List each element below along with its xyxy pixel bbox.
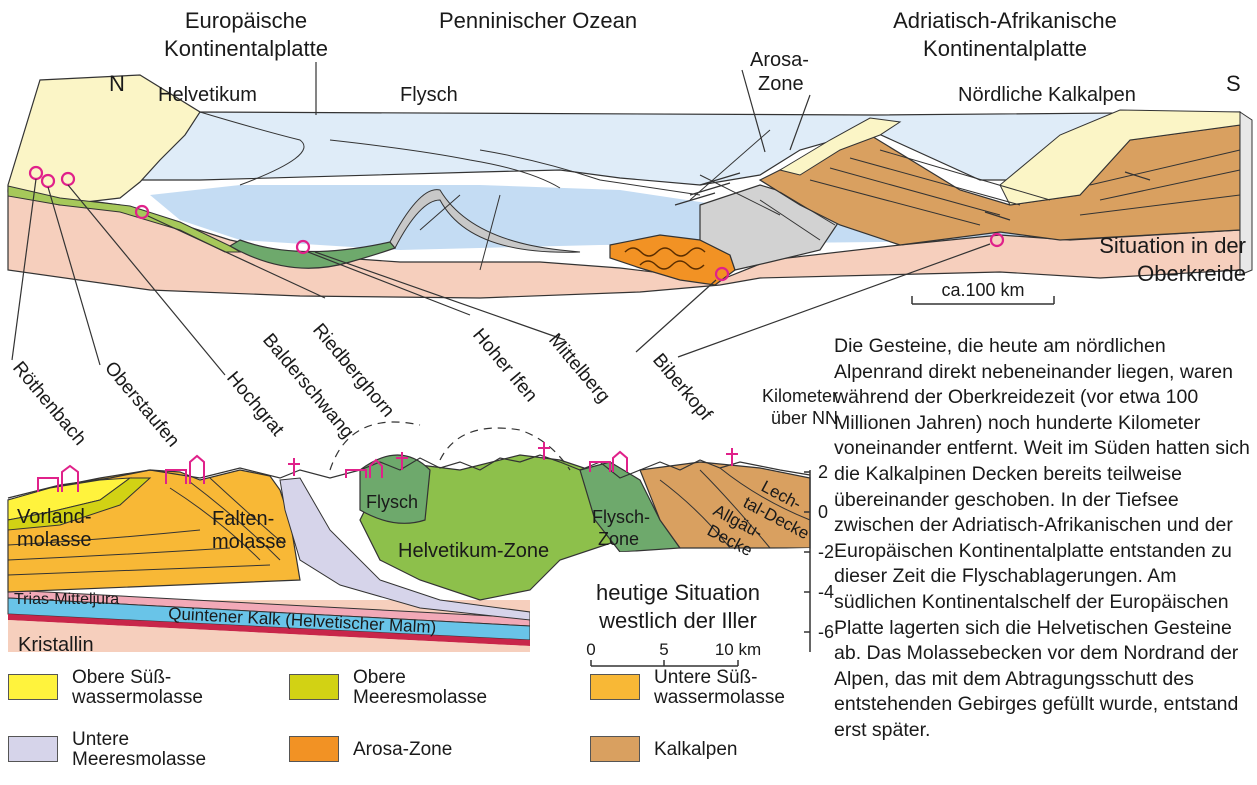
unit-flysch-zone-1: Flysch- <box>592 507 650 527</box>
heutige-1: heutige Situation <box>596 580 760 605</box>
legend-swatch <box>8 736 58 762</box>
unit-falten-1: Falten- <box>212 508 274 530</box>
situation-2: Oberkreide <box>1137 261 1246 286</box>
legend-label: Kalkalpen <box>654 739 738 760</box>
unit-helvetikum-zone: Helvetikum-Zone <box>398 540 549 562</box>
label-north: N <box>109 71 125 96</box>
scale-tick-5: 5 <box>659 640 668 659</box>
europe-shelf-green <box>7 185 242 253</box>
surface-profile <box>7 454 811 499</box>
title-ocean: Penninischer Ozean <box>439 8 637 33</box>
ocean-water <box>150 185 1070 250</box>
legend-swatch <box>590 674 640 700</box>
top-labels: Europäische Kontinentalplatte Penninisch… <box>109 8 1246 300</box>
settlement-icons <box>37 442 738 492</box>
cut-away <box>530 548 810 652</box>
legend-swatch <box>289 736 339 762</box>
unit-falten-2: molasse <box>212 531 286 553</box>
heutige-2: westlich der Iller <box>598 608 757 633</box>
scale-label-top: ca.100 km <box>941 280 1024 300</box>
label-kalkalpen: Nördliche Kalkalpen <box>958 84 1136 106</box>
title-europe-1: Europäische <box>185 8 307 33</box>
place-oberstaufen: Oberstaufen <box>100 358 183 452</box>
place-names: Röthenbach Oberstaufen Hochgrat Baldersc… <box>8 320 716 452</box>
legend-label: Untere Süß-wassermolasse <box>654 667 785 708</box>
unit-flysch-zone-2: Zone <box>598 529 639 549</box>
place-roethenbach: Röthenbach <box>8 358 90 450</box>
obere-meeresmolasse <box>7 477 152 531</box>
cross-section <box>7 421 811 667</box>
depth-axis <box>804 470 811 652</box>
axis-tick-2: 2 <box>818 462 828 482</box>
axis-tick-m2: -2 <box>818 542 834 562</box>
scale-bar-bottom <box>590 660 739 667</box>
legend-swatch <box>289 674 339 700</box>
title-adria-1: Adriatisch-Afrikanische <box>893 8 1117 33</box>
label-arosa-2: Zone <box>758 73 804 95</box>
connector-lines <box>11 178 991 376</box>
axis-title-1: Kilometer <box>762 386 838 406</box>
unit-flysch: Flysch <box>366 492 418 512</box>
label-south: S <box>1226 71 1241 96</box>
place-biberkopf: Biberkopf <box>648 350 716 426</box>
kalkalpen-cream-mid <box>778 117 902 176</box>
unit-vorland-2: molasse <box>17 529 91 551</box>
legend-swatch <box>590 736 640 762</box>
oberkreide-block <box>7 74 1253 305</box>
axis-tick-0: 0 <box>818 502 828 522</box>
kristallin-top <box>8 620 530 652</box>
label-helvetikum: Helvetikum <box>158 84 257 106</box>
legend-label: Obere Süß-wassermolasse <box>72 667 203 708</box>
situation-1: Situation in der <box>1099 233 1246 258</box>
scale-tick-10: 10 km <box>715 640 761 659</box>
scale-bar-top <box>911 296 1055 305</box>
malm-red <box>8 614 530 646</box>
block-side <box>1239 111 1253 276</box>
title-europe-2: Kontinentalplatte <box>164 36 328 61</box>
axis-tick-m6: -6 <box>818 622 834 642</box>
legend-swatch <box>8 674 58 700</box>
caption-text: Die Gesteine, die heute am nördlichen Al… <box>834 335 1250 741</box>
unit-trias: Trias-Mitteljura <box>14 591 119 608</box>
flysch-bottom <box>359 454 431 524</box>
legend-label: Arosa-Zone <box>353 739 453 760</box>
place-hochgrat: Hochgrat <box>222 368 288 441</box>
place-hoher-ifen: Hoher Ifen <box>468 325 541 406</box>
place-mittelberg: Mittelberg <box>544 330 614 407</box>
ocean-ridge <box>389 189 581 253</box>
axis-tick-m4: -4 <box>818 582 834 602</box>
unit-vorland-1: Vorland- <box>17 506 92 528</box>
unit-kristallin: Kristallin <box>18 634 94 656</box>
label-flysch-top: Flysch <box>400 84 458 106</box>
axis-title-2: über NN <box>771 408 838 428</box>
label-arosa-1: Arosa- <box>750 49 809 71</box>
title-adria-2: Kontinentalplatte <box>923 36 1087 61</box>
scale-tick-0: 0 <box>586 640 595 659</box>
arosa-zone-top <box>609 234 736 286</box>
